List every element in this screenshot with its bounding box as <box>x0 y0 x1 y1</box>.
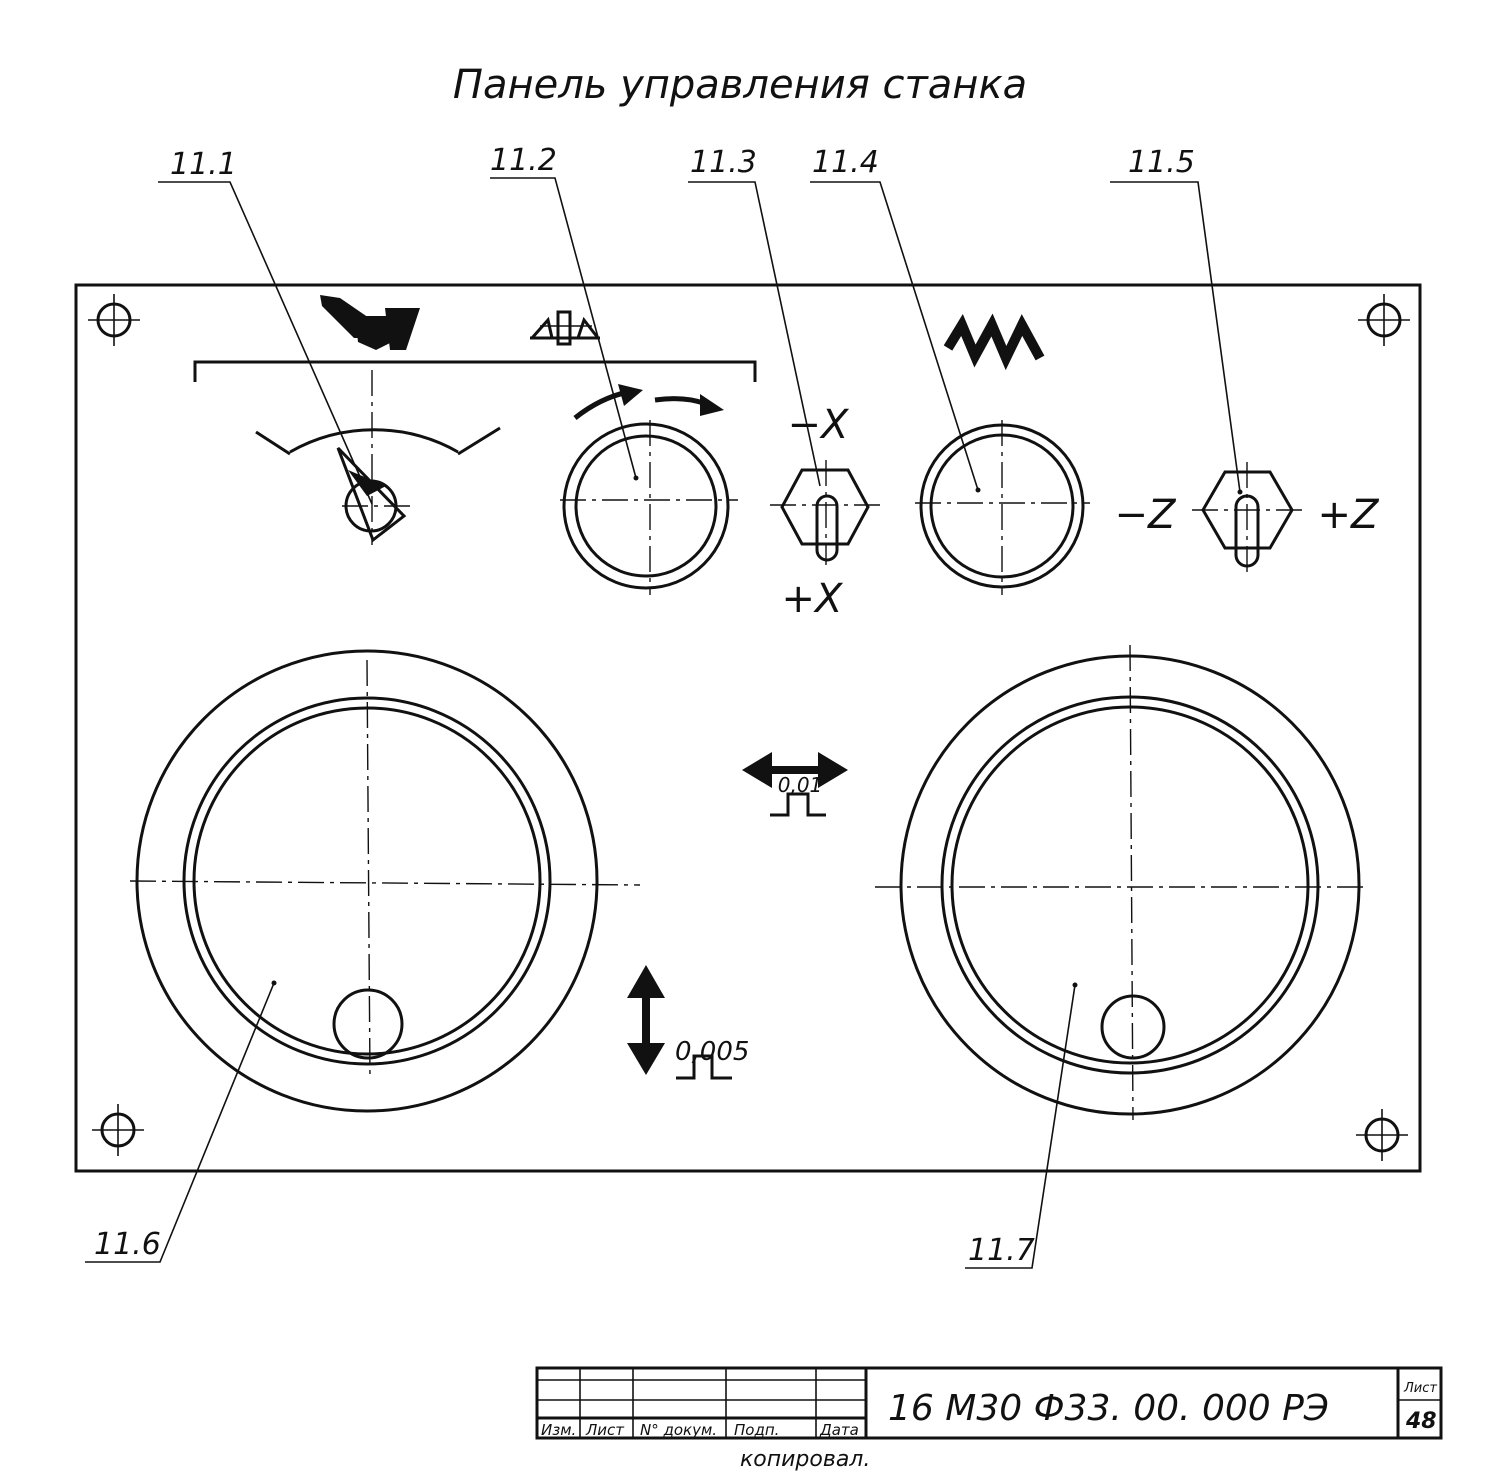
plus-z-label: +Z <box>1318 492 1381 538</box>
header-podp: Подп. <box>734 1421 779 1439</box>
callout-11-5: 11.5 <box>1128 145 1195 180</box>
sheet-label: Лист <box>1403 1381 1437 1396</box>
horizontal-step-label: 0,01 <box>778 773 823 797</box>
header-izm: Изм. <box>541 1421 576 1439</box>
minus-z-label: −Z <box>1115 492 1178 538</box>
clamp-icon <box>530 310 600 346</box>
header-list: Лист <box>585 1421 625 1439</box>
callout-11-4: 11.4 <box>812 145 879 180</box>
group-bracket <box>193 360 757 382</box>
lubrication-pump-icon <box>320 295 420 350</box>
callout-leaders <box>85 177 1243 1269</box>
callout-11-6: 11.6 <box>94 1227 161 1262</box>
horizontal-step-arrow-icon <box>742 752 848 817</box>
x-handwheel[interactable] <box>129 649 641 1113</box>
coolant-zigzag-icon <box>943 313 1045 371</box>
mounting-hole-bottom-left <box>92 1104 144 1156</box>
copied-label: копировал. <box>740 1447 870 1472</box>
callout-11-7: 11.7 <box>968 1233 1035 1268</box>
spindle-rotation-knob[interactable] <box>560 384 738 595</box>
callout-11-1: 11.1 <box>170 147 237 182</box>
header-data: Дата <box>819 1421 859 1439</box>
callout-11-3: 11.3 <box>690 145 757 180</box>
z-handwheel[interactable] <box>875 644 1365 1121</box>
coolant-button[interactable] <box>915 420 1090 595</box>
vertical-step-arrow-icon <box>627 965 732 1080</box>
minus-x-label: −X <box>788 402 851 448</box>
sheet-number: 48 <box>1405 1409 1437 1434</box>
z-axis-toggle-switch[interactable] <box>1192 462 1305 575</box>
drawing-title: Панель управления станка <box>453 62 1027 108</box>
vertical-step-label: 0,005 <box>675 1037 749 1067</box>
document-code: 16 М30 Ф33. 00. 000 РЭ <box>888 1388 1329 1429</box>
mounting-hole-bottom-right <box>1356 1109 1408 1161</box>
mounting-hole-top-left <box>88 294 140 346</box>
plus-x-label: +X <box>782 576 845 622</box>
mounting-hole-top-right <box>1358 294 1410 346</box>
x-axis-toggle-switch[interactable] <box>770 460 880 565</box>
title-block <box>535 1366 1443 1440</box>
panel-outline <box>74 283 1422 1173</box>
gauge-indicator <box>255 370 501 545</box>
header-dokum: N° докум. <box>640 1421 717 1439</box>
callout-11-2: 11.2 <box>490 143 557 178</box>
